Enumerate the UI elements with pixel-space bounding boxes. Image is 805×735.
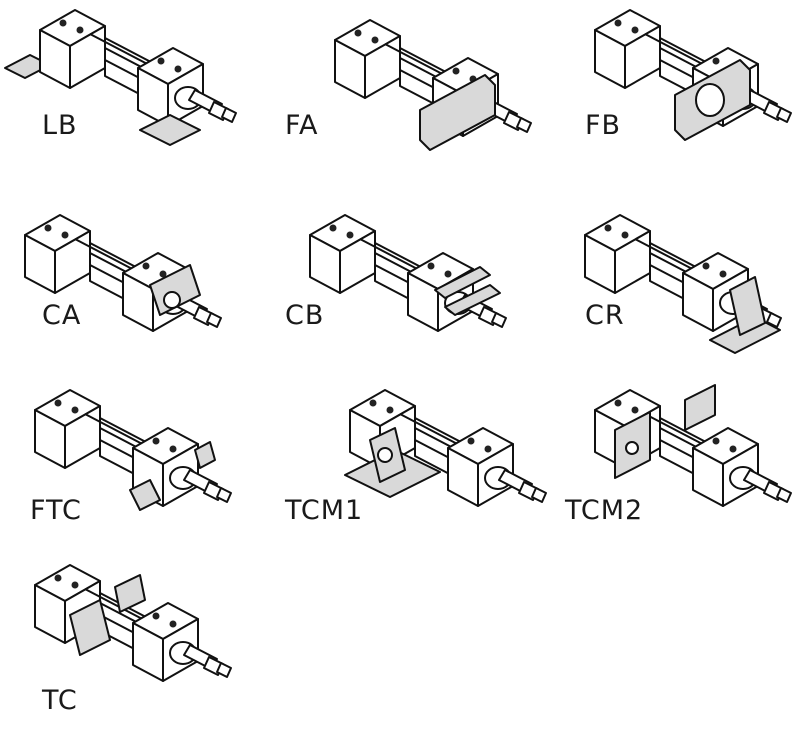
head-flange-mount-cylinder-icon bbox=[594, 9, 792, 141]
center-trunnion-block-mount-cylinder-icon bbox=[594, 384, 792, 507]
mounting-code: CA bbox=[42, 300, 82, 331]
mounting-code: FB bbox=[585, 110, 622, 141]
mounting-code: TCM1 bbox=[285, 495, 364, 526]
mounting-CB: CB bbox=[285, 195, 545, 375]
mounting-code: TC bbox=[42, 685, 78, 716]
center-trunnion-mount-cylinder-icon bbox=[34, 564, 232, 682]
mounting-code: CR bbox=[585, 300, 625, 331]
mounting-code: FA bbox=[285, 110, 319, 141]
double-clevis-mount-cylinder-icon bbox=[309, 214, 507, 332]
mounting-FB: FB bbox=[565, 0, 805, 180]
mounting-CR: CR bbox=[565, 195, 805, 375]
mounting-TCM1: TCM1 bbox=[285, 370, 547, 550]
mounting-CA: CA bbox=[0, 195, 260, 375]
mounting-TCM2: TCM2 bbox=[565, 370, 805, 550]
single-clevis-mount-cylinder-icon bbox=[24, 214, 222, 332]
mounting-TC: TC bbox=[0, 545, 260, 725]
mounting-FA: FA bbox=[285, 0, 545, 180]
mounting-LB: LB bbox=[0, 0, 260, 180]
mounting-code: FTC bbox=[30, 495, 82, 526]
mounting-code: LB bbox=[42, 110, 78, 141]
clevis-bracket-mount-cylinder-icon bbox=[584, 214, 782, 354]
mounting-code: CB bbox=[285, 300, 325, 331]
foot-mount-cylinder-icon bbox=[4, 9, 237, 146]
front-trunnion-mount-cylinder-icon bbox=[34, 389, 232, 511]
center-trunnion-bracket-mount-cylinder-icon bbox=[344, 389, 547, 507]
mounting-FTC: FTC bbox=[0, 370, 260, 550]
rod-flange-mount-cylinder-icon bbox=[334, 19, 532, 151]
mounting-code: TCM2 bbox=[565, 495, 644, 526]
